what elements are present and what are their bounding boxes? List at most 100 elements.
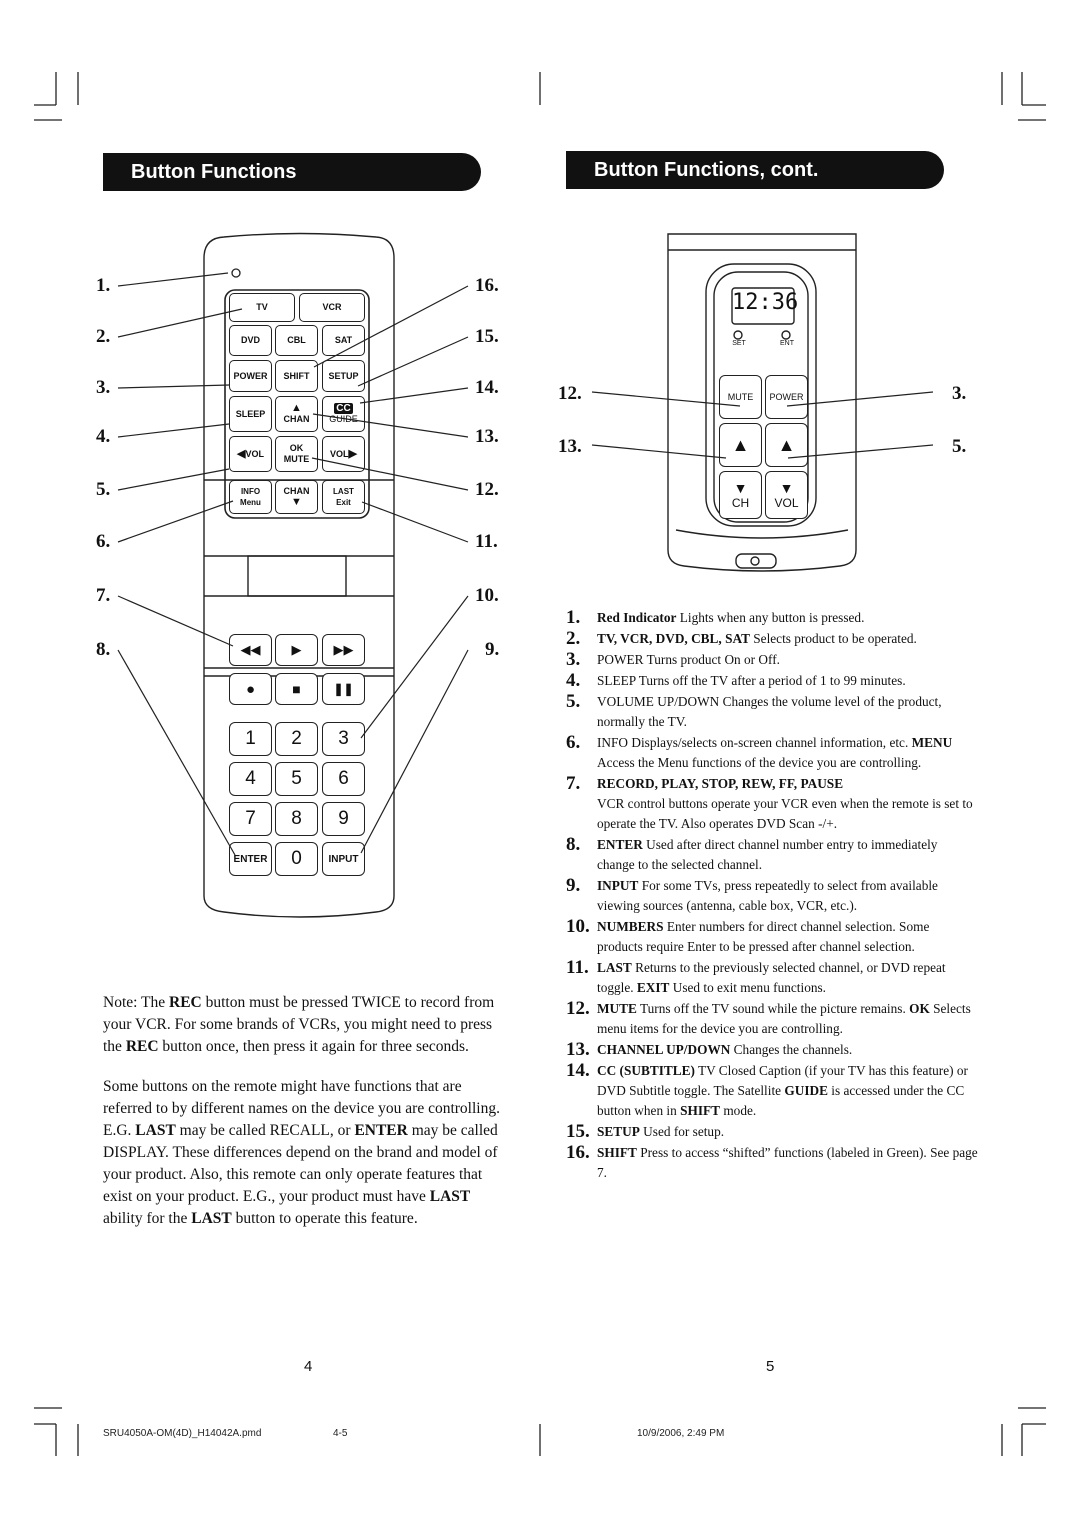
bold-term: LAST: [135, 1122, 176, 1139]
chan-label: CHAN: [283, 486, 310, 496]
stop-button[interactable]: ■: [275, 673, 318, 705]
vol-down-button[interactable]: ◀ VOL: [229, 436, 272, 472]
text-run: may be called DISPLAY. These differences…: [103, 1122, 498, 1205]
item-text: Red Indicator Lights when any button is …: [597, 608, 978, 628]
setup-label: SETUP: [328, 370, 359, 381]
key-0[interactable]: 0: [275, 842, 318, 876]
text-run: Turns off the TV after a period of 1 to …: [635, 673, 906, 688]
item-text: SLEEP Turns off the TV after a period of…: [597, 671, 978, 691]
bold-term: OK: [909, 1001, 930, 1016]
vol-label: VOL: [245, 448, 264, 459]
callout-4: 4.: [96, 426, 111, 447]
ok-label: OK: [289, 443, 304, 453]
text-run: button to operate this feature.: [231, 1210, 418, 1227]
bold-term: Red Indicator: [597, 610, 677, 625]
key-5[interactable]: 5: [275, 762, 318, 796]
enter-button[interactable]: ENTER: [229, 842, 272, 876]
callout-14: 14.: [475, 377, 499, 398]
triangle-right-icon: ▶: [348, 447, 357, 460]
note-paragraph: Some buttons on the remote might have fu…: [103, 1076, 507, 1230]
callout-11: 11.: [475, 531, 498, 552]
pause-button[interactable]: ❚❚: [322, 673, 365, 705]
sat-label: SAT: [334, 335, 353, 345]
key-2[interactable]: 2: [275, 722, 318, 756]
dvd-button[interactable]: DVD: [229, 325, 272, 356]
bold-term: SHIFT: [597, 1145, 637, 1160]
info-menu-button[interactable]: INFO Menu: [229, 480, 272, 514]
key-label: 8: [291, 808, 302, 829]
vol-up-button[interactable]: ▲: [765, 423, 808, 467]
text-run: Some buttons on the remote might have fu…: [103, 1078, 500, 1139]
fast-forward-icon: ▶▶: [333, 642, 354, 657]
power-label: POWER: [233, 370, 268, 381]
note-paragraph: Note: The REC button must be pressed TWI…: [103, 992, 507, 1058]
fast-forward-button[interactable]: ▶▶: [322, 634, 365, 666]
text-run: Selects menu items for the device you ar…: [597, 1001, 971, 1036]
item-number: 7.: [566, 773, 581, 794]
text-run: For some TVs, press repeatedly to select…: [597, 878, 938, 913]
key-3[interactable]: 3: [322, 722, 365, 756]
tv-button[interactable]: TV: [229, 293, 295, 322]
record-button[interactable]: ●: [229, 673, 272, 705]
play-button[interactable]: ▶: [275, 634, 318, 666]
cbl-button[interactable]: CBL: [275, 325, 318, 356]
key-7[interactable]: 7: [229, 802, 272, 836]
transport-keypad: .kb{position:absolute;border:1.4px solid…: [225, 630, 369, 880]
key-label: 6: [338, 768, 349, 789]
key-1[interactable]: 1: [229, 722, 272, 756]
page-number-right: 5: [766, 1358, 775, 1375]
callout-15: 15.: [475, 326, 499, 347]
bold-term: REC: [169, 994, 202, 1011]
rewind-icon: ◀◀: [240, 642, 261, 657]
bold-term: LAST: [429, 1188, 471, 1205]
ok-mute-button[interactable]: OK MUTE: [275, 436, 318, 472]
vol-up-button[interactable]: VOL ▶: [322, 436, 365, 472]
list-item: 13.CHANNEL UP/DOWN Changes the channels.: [566, 1040, 978, 1060]
text-run: ability for the: [103, 1210, 192, 1227]
power-button[interactable]: POWER: [765, 375, 808, 419]
callout-12: 12.: [475, 479, 499, 500]
key-label: 7: [245, 808, 256, 829]
list-item: 6.INFO Displays/selects on-screen channe…: [566, 733, 978, 773]
key-8[interactable]: 8: [275, 802, 318, 836]
item-number: 12.: [566, 998, 590, 1019]
sat-button[interactable]: SAT: [322, 325, 365, 356]
chan-down-button[interactable]: CHAN ▼: [275, 480, 318, 514]
vol-label: VOL: [330, 448, 349, 459]
vcr-label: VCR: [322, 302, 342, 312]
item-number: 14.: [566, 1060, 590, 1081]
bold-term: CHANNEL UP/DOWN: [597, 1042, 731, 1057]
key-9[interactable]: 9: [322, 802, 365, 836]
bold-term: MENU: [911, 735, 953, 750]
setup-button[interactable]: SETUP: [322, 360, 365, 392]
callout-13: 13.: [475, 426, 499, 447]
chan-up-button[interactable]: ▲ CHAN: [275, 396, 318, 432]
mute-button[interactable]: MUTE: [719, 375, 762, 419]
sleep-button[interactable]: SLEEP: [229, 396, 272, 432]
item-text: MUTE Turns off the TV sound while the pi…: [597, 999, 978, 1039]
vol-down-button[interactable]: ▼VOL: [765, 471, 808, 519]
key-label: 3: [338, 728, 349, 749]
closed-remote-buttons: .cb{position:absolute;border:1.4px solid…: [716, 373, 810, 523]
power-button[interactable]: POWER: [229, 360, 272, 392]
key-6[interactable]: 6: [322, 762, 365, 796]
key-4[interactable]: 4: [229, 762, 272, 796]
shift-button[interactable]: SHIFT: [275, 360, 318, 392]
dvd-label: DVD: [240, 335, 260, 345]
ch-down-button[interactable]: ▼CH: [719, 471, 762, 519]
triangle-left-icon: ◀: [237, 447, 246, 460]
text-run: Turns off the TV sound while the picture…: [636, 1001, 910, 1016]
last-exit-button[interactable]: LAST Exit: [322, 480, 365, 514]
triangle-down-icon: ▼: [291, 496, 302, 508]
item-number: 2.: [566, 628, 581, 649]
section-header-left: Button Functions: [103, 153, 481, 191]
triangle-down-icon: ▼: [733, 480, 748, 496]
stop-icon: ■: [292, 681, 301, 697]
list-item: 12. MUTE Turns off the TV sound while the…: [566, 999, 978, 1039]
vcr-button[interactable]: VCR: [299, 293, 365, 322]
ch-up-button[interactable]: ▲: [719, 423, 762, 467]
rewind-button[interactable]: ◀◀: [229, 634, 272, 666]
input-button[interactable]: INPUT: [322, 842, 365, 876]
